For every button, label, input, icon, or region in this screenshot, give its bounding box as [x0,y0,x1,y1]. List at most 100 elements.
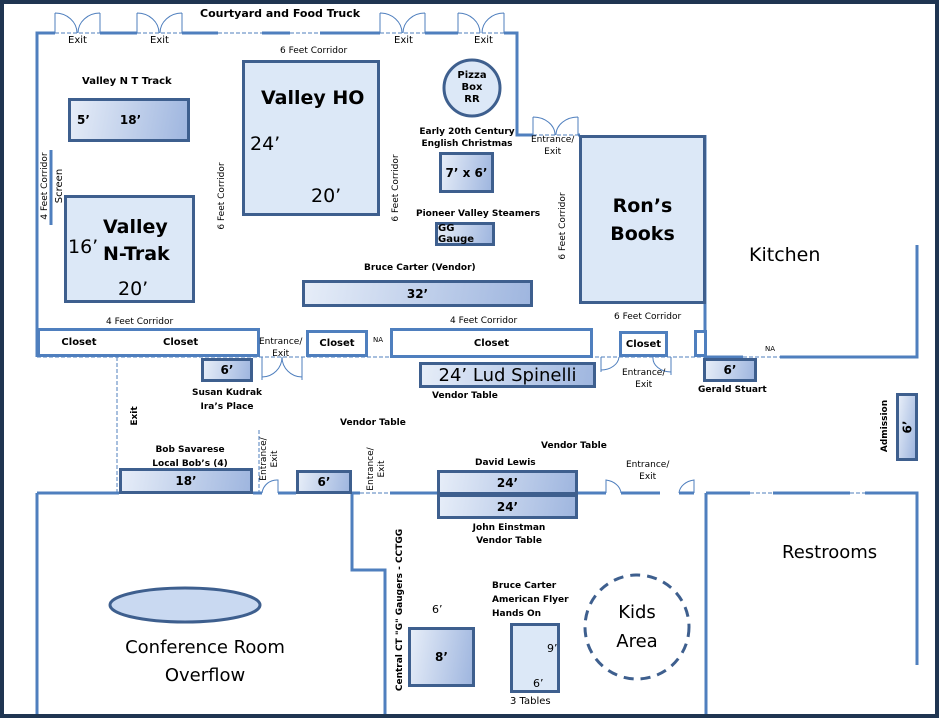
entrance-line: Entrance/ [531,135,575,145]
entrance-line: Exit [270,450,280,468]
susan-kudrak-table: 6’ [201,358,253,382]
entrance-line: Exit [639,472,657,482]
entrance-line: Entrance/ [259,337,303,347]
entrance-line: Exit [635,380,653,390]
cctgg-label: Central CT "G" Gaugers - CCTGG [395,528,405,692]
door-swings [54,12,579,136]
cctgg-width-label: 6’ [432,603,443,616]
closet: Closet [37,328,118,357]
length-label: 20’ [311,185,342,207]
vendor-line: John Einstman [472,523,546,533]
valley-ho-layout: Valley HO 24’ 20’ [242,60,380,216]
valley-ho-title: Valley HO [261,87,365,109]
conference-line: Conference Room [125,637,285,658]
conference-table [108,586,262,624]
vendor-table-label: Vendor Table [340,418,406,428]
pizza-box-rr-label: Pizza Box RR [452,70,492,106]
bob-savarese-table: 18’ [119,468,253,494]
christmas-line: English Christmas [421,139,513,149]
closet: Closet [619,331,668,357]
admission-size: 6’ [899,420,914,434]
david-lewis-table: 24’ [437,470,578,495]
john-einstman-table: 24’ [437,494,578,519]
length-label: 18’ [119,113,142,127]
width-label: 5’ [77,113,90,127]
pizza-line: RR [464,94,480,105]
vendor-line: Bob Savarese [155,445,225,455]
kids-line: Kids [618,602,656,623]
exit-label: Exit [394,35,413,46]
valley-nt-track-label: Valley N T Track [82,76,172,87]
corridor-label: 4 Feet Corridor [40,152,50,220]
corridor-label: 6 Feet Corridor [280,46,348,56]
top-wall [35,31,580,357]
length-label: 6’ [533,677,544,690]
valley-ntrak-layout: Valley N-Trak 16’ 20’ [64,195,195,303]
kids-area-boundary [583,573,691,681]
width-label: 24’ [250,133,281,155]
christmas-table: 7’ x 6’ [439,152,494,193]
entrance-label: Entrance/Exit [259,434,281,484]
courtyard-label: Courtyard and Food Truck [200,7,361,20]
pizza-line: Box [461,82,483,93]
entrance-label: Entrance/Exit [626,459,669,483]
entrance-line: Exit [377,460,387,478]
christmas-line: Early 20th Century [419,127,515,137]
exit-label: Exit [474,35,493,46]
na-label: NA [765,345,776,353]
vendor-line: Ira’s Place [200,402,254,412]
corridor-label: 6 Feet Corridor [391,154,401,222]
corridor-label: 4 Feet Corridor [450,316,518,326]
lud-spinelli-table: 24’ Lud Spinelli [419,362,596,388]
entrance-line: Exit [272,349,290,359]
vendor-line: Vendor Table [476,536,542,546]
christmas-label: Early 20th Century English Christmas [418,126,516,150]
vendor-small-table: 6’ [296,470,352,494]
corridor-label: 6 Feet Corridor [614,312,682,322]
corridor-label: 4 Feet Corridor [106,317,174,327]
restrooms-label: Restrooms [782,542,878,563]
entrance-label: Entrance/Exit [622,367,665,391]
bruce-vendor-label: Bruce Carter (Vendor) [364,263,476,273]
entrance-line: Entrance/ [259,437,269,481]
vendor-line: Local Bob’s (4) [152,459,228,469]
flyer-line: American Flyer [492,595,569,605]
corridor-label: 6 Feet Corridor [558,192,568,260]
closet-stub [694,330,707,357]
admission-label: Admission [880,399,890,453]
cctgg-table: 8’ [408,627,475,687]
pizza-line: Pizza [457,70,487,81]
entrance-line: Entrance/ [622,368,666,378]
closet: Closet [306,330,368,357]
bruce-vendor-table: 32’ [302,280,533,307]
kids-line: Area [616,631,658,652]
vendor-table-label: Vendor Table [432,391,498,401]
exit-label: Exit [68,35,87,46]
rons-books-line: Books [610,222,675,245]
valley-nt-track-table: 5’ 18’ [68,98,190,142]
na-label: NA [373,336,384,344]
conference-wall [35,493,708,714]
rons-books-area: Ron’s Books [579,135,706,304]
flyer-line: Hands On [492,609,542,619]
gerald-stuart-label: Gerald Stuart [698,385,767,395]
pioneer-table: GG Gauge [435,222,495,246]
exit-label: Exit [150,35,169,46]
entrance-label: Entrance/Exit [531,134,574,158]
conference-line: Overflow [164,665,246,686]
entrance-line: Entrance/ [626,460,670,470]
david-lewis-label: David Lewis [475,458,536,468]
exit-label: Exit [130,406,140,426]
three-tables-label: 3 Tables [510,696,551,707]
pizza-box-rr-layout [442,58,502,118]
closet: Closet [390,328,593,358]
gerald-stuart-table: 6’ [703,358,757,382]
width-label: 9’ [547,642,558,655]
